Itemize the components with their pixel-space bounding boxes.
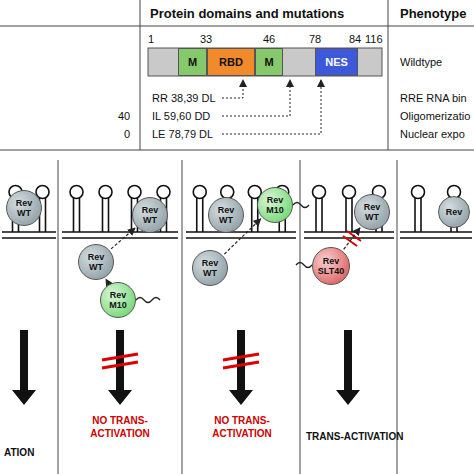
text-label: RR 38,39 DL [152, 92, 216, 105]
block-bars [102, 354, 259, 368]
node-text: Rev WT [195, 258, 225, 278]
node-text: Rev [446, 207, 463, 217]
table-rule [0, 150, 474, 151]
rev-protein: Rev WT [132, 197, 168, 233]
rev-protein: Rev M10 [257, 187, 293, 223]
node-text: Rev WT [9, 198, 39, 218]
node-text: Rev SLT40 [315, 256, 347, 276]
rev-protein: Rev WT [78, 244, 114, 280]
rev-protein: Rev WT [192, 250, 228, 286]
outcome-arrows [12, 330, 360, 405]
rev-protein: Rev WT [354, 194, 390, 230]
text-label: TRANS-ACTIVATION [306, 430, 403, 443]
rre-rna [2, 186, 472, 239]
domain-box: M [178, 48, 207, 76]
text-label: LE 78,79 DL [152, 128, 213, 141]
rev-protein: Rev WT [208, 197, 244, 233]
node-text: Rev M10 [260, 195, 290, 215]
text-label: RRE RNA bin [400, 92, 467, 105]
text-label: Oligomerizatio [400, 110, 470, 123]
text-label: Nuclear expo [400, 128, 465, 141]
protein-bar [148, 48, 382, 76]
node-text: Rev WT [81, 252, 111, 272]
node-text: M [188, 56, 197, 68]
rev-protein: Rev M10 [100, 282, 136, 318]
text-label: NO TRANS-ACTIVATION [190, 414, 294, 440]
node-text: Rev WT [211, 205, 241, 225]
text-label: 33 [200, 33, 212, 46]
rev-protein: Rev WT [6, 190, 42, 226]
text-label: NO TRANS-ACTIVATION [68, 414, 172, 440]
node-text: Rev WT [135, 205, 165, 225]
protein-tail [293, 203, 309, 208]
text-label: Phenotype [400, 7, 466, 20]
node-text: Rev WT [357, 202, 387, 222]
domain-box: M [255, 48, 283, 76]
text-label: 78 [309, 33, 321, 46]
text-label: ATION [4, 446, 34, 459]
table-rule [388, 0, 389, 150]
panel-dividers [58, 160, 397, 474]
binding-arrow [111, 228, 135, 249]
text-label: 84 [349, 33, 361, 46]
node-text: RBD [219, 56, 243, 68]
node-text: M [264, 56, 273, 68]
table-rule [140, 0, 141, 150]
node-text: Rev M10 [103, 290, 133, 310]
table-rule [0, 26, 474, 27]
text-label: 116 [365, 33, 383, 46]
rev-protein: Rev SLT40 [312, 247, 350, 285]
text-label: Protein domains and mutations [150, 7, 344, 20]
rev-protein: Rev [438, 196, 470, 228]
binding-arrow [344, 228, 360, 249]
text-label: 0 [124, 128, 130, 141]
protein-tail [296, 263, 312, 268]
text-label: 40 [118, 110, 130, 123]
domain-box: RBD [207, 48, 255, 76]
text-label: Wildtype [400, 56, 442, 69]
text-label: 46 [263, 33, 275, 46]
node-text: NES [325, 56, 348, 68]
block-bars [343, 231, 361, 246]
text-label: IL 59,60 DD [152, 110, 210, 123]
mutation-leaders [222, 80, 321, 134]
domain-box: NES [315, 48, 358, 76]
binding-arrow [106, 279, 108, 282]
text-label: 1 [148, 33, 154, 46]
protein-tail [136, 298, 160, 303]
